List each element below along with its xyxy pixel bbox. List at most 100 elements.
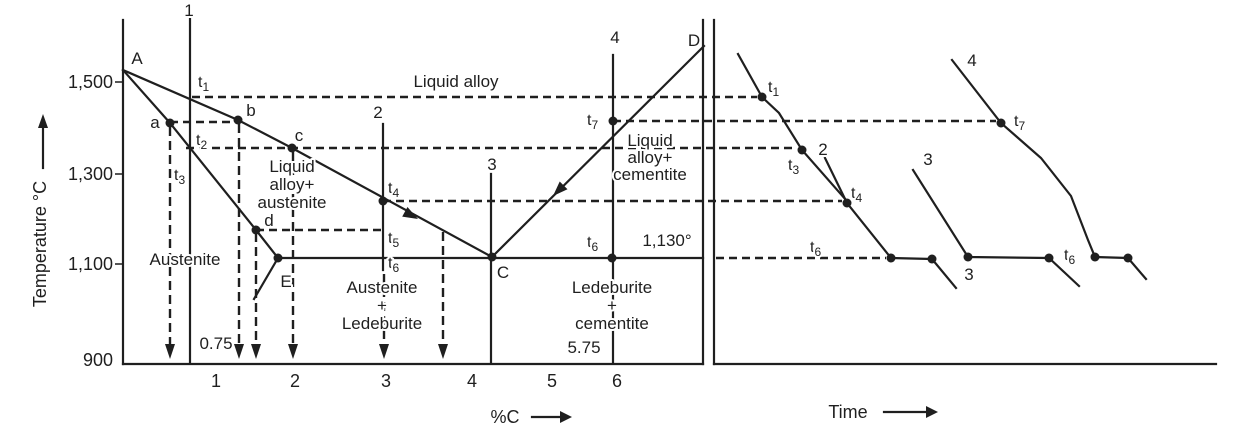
point-d-label: d: [264, 211, 273, 230]
liquidus-direction-arrow: [402, 206, 418, 219]
point-t6-dot: [607, 253, 617, 263]
point-a-label: a: [150, 113, 160, 132]
cooling-t3-label: t3: [788, 157, 799, 177]
curve2-arrest-end-dot: [927, 254, 937, 264]
point-t7-dot: [608, 116, 618, 126]
region-ledeburite-cementite-line2: +: [607, 296, 617, 315]
composition-axis-title: %C: [490, 407, 519, 423]
cooling-t7-label: t7: [1014, 113, 1025, 133]
t3-label: t3: [174, 167, 185, 187]
drop-arrow-alloy2: [379, 344, 389, 359]
temperature-axis-ticks: [115, 81, 123, 265]
region-liquid-cementite-line2: alloy+: [628, 148, 673, 167]
region-austenite: Austenite: [150, 250, 221, 269]
cooling-t3-dot: [797, 145, 807, 155]
solvus-line-E: [252, 256, 280, 301]
region-liquid-cementite-line3: cementite: [613, 165, 687, 184]
point-D-label: D: [688, 31, 700, 50]
alloy-4-label: 4: [610, 28, 619, 47]
liquidus-line-AC: [121, 68, 494, 259]
curve2-arrest-start-dot: [886, 253, 896, 263]
point-A-label: A: [131, 49, 143, 68]
temperature-axis-arrow-icon: [38, 114, 48, 128]
cooling-curve-4: [950, 58, 1148, 281]
alloy-3-label: 3: [487, 155, 496, 174]
cooling-curve-3: [911, 168, 1081, 288]
curve3-arrest-start-dot: [963, 252, 973, 262]
cooling-t1-label: t1: [768, 79, 779, 99]
cooling-t6-label: t6: [810, 239, 821, 259]
cooling-t1-dot: [757, 92, 767, 102]
drop-arrow-c: [288, 344, 298, 359]
point-b-label: b: [246, 101, 255, 120]
point-C-dot: [487, 252, 497, 262]
ytick-1500: 1,500: [68, 72, 113, 92]
xtick-6: 6: [612, 371, 622, 391]
region-ledeburite-cementite-line3: cementite: [575, 314, 649, 333]
t6-line2-label: t6: [388, 255, 399, 275]
time-axis-arrow-icon: [926, 406, 938, 418]
curve4-arrest-end-dot: [1123, 253, 1133, 263]
cooling-curve-3-end-label: 3: [964, 265, 973, 284]
composition-axis-arrow-icon: [560, 411, 572, 423]
cooling-curve-2-label: 2: [818, 140, 827, 159]
cooling-t7-dot: [996, 118, 1006, 128]
region-liquid-austenite-line3: austenite: [258, 193, 327, 212]
point-C-label: C: [497, 263, 509, 282]
point-c-dot: [287, 143, 297, 153]
point-E-label: E: [280, 272, 291, 291]
ytick-1100: 1,100: [68, 254, 113, 274]
region-liquid-cementite-line1: Liquid: [627, 131, 672, 150]
cooling-curves-chart: t1 t3 t4 t6 t7 t6 2 3 4 3 Time: [712, 18, 1218, 423]
point-E-dot: [273, 253, 283, 263]
curve4-arrest-start-dot: [1090, 252, 1100, 262]
t1-label: t1: [198, 74, 209, 94]
ytick-1300: 1,300: [68, 164, 113, 184]
t6-line4-label: t6: [587, 234, 598, 254]
region-liquid-alloy: Liquid alloy: [413, 72, 499, 91]
composition-5-75-label: 5.75: [567, 338, 600, 357]
cooling-t4-dot: [842, 198, 852, 208]
point-t4-dot: [378, 196, 388, 206]
cooling-curve-1: [736, 52, 848, 202]
t5-label: t5: [388, 230, 399, 250]
xtick-1: 1: [211, 371, 221, 391]
region-liquid-austenite-line2: alloy+: [270, 175, 315, 194]
phase-diagram: Temperature °C 1,500 1,300 1,100 900 1 2…: [28, 0, 996, 423]
drop-arrow-a: [165, 344, 175, 359]
composition-drop-lines: [165, 124, 448, 359]
region-liquid-austenite-line1: Liquid: [269, 157, 314, 176]
region-austenite-ledeburite-line1: Austenite: [347, 278, 418, 297]
time-axis-title: Time: [828, 402, 867, 422]
ytick-900: 900: [83, 350, 113, 370]
dc-direction-arrow: [553, 181, 568, 196]
xtick-5: 5: [547, 371, 557, 391]
composition-0-75-label: 0.75: [199, 334, 232, 353]
solidus-line-AE: [121, 68, 280, 260]
cooling-t6b-label: t6: [1064, 247, 1075, 267]
t2-label: t2: [196, 132, 207, 152]
xtick-3: 3: [381, 371, 391, 391]
alloy-1-label: 1: [184, 1, 193, 20]
region-austenite-ledeburite-line2: +: [377, 296, 387, 315]
liquidus-line-DC: [490, 44, 706, 259]
temperature-axis-title: Temperature °C: [30, 181, 50, 307]
cooling-curve-4-label: 4: [967, 51, 976, 70]
alloy-2-label: 2: [373, 103, 382, 122]
xtick-2: 2: [290, 371, 300, 391]
drop-arrow-b: [234, 344, 244, 359]
xtick-4: 4: [467, 371, 477, 391]
eutectic-temperature-label: 1,130°: [642, 231, 691, 250]
cooling-curve-3-label: 3: [923, 150, 932, 169]
curve3-arrest-end-dot: [1044, 253, 1054, 263]
point-a-dot: [165, 118, 175, 128]
drop-arrow-liquidus: [438, 344, 448, 359]
cooling-curve-2: [823, 156, 958, 290]
point-b-dot: [233, 115, 243, 125]
t7-label: t7: [587, 112, 598, 132]
region-austenite-ledeburite-line3: Ledeburite: [342, 314, 422, 333]
drop-arrow-d: [251, 344, 261, 359]
point-c-label: c: [295, 126, 304, 145]
